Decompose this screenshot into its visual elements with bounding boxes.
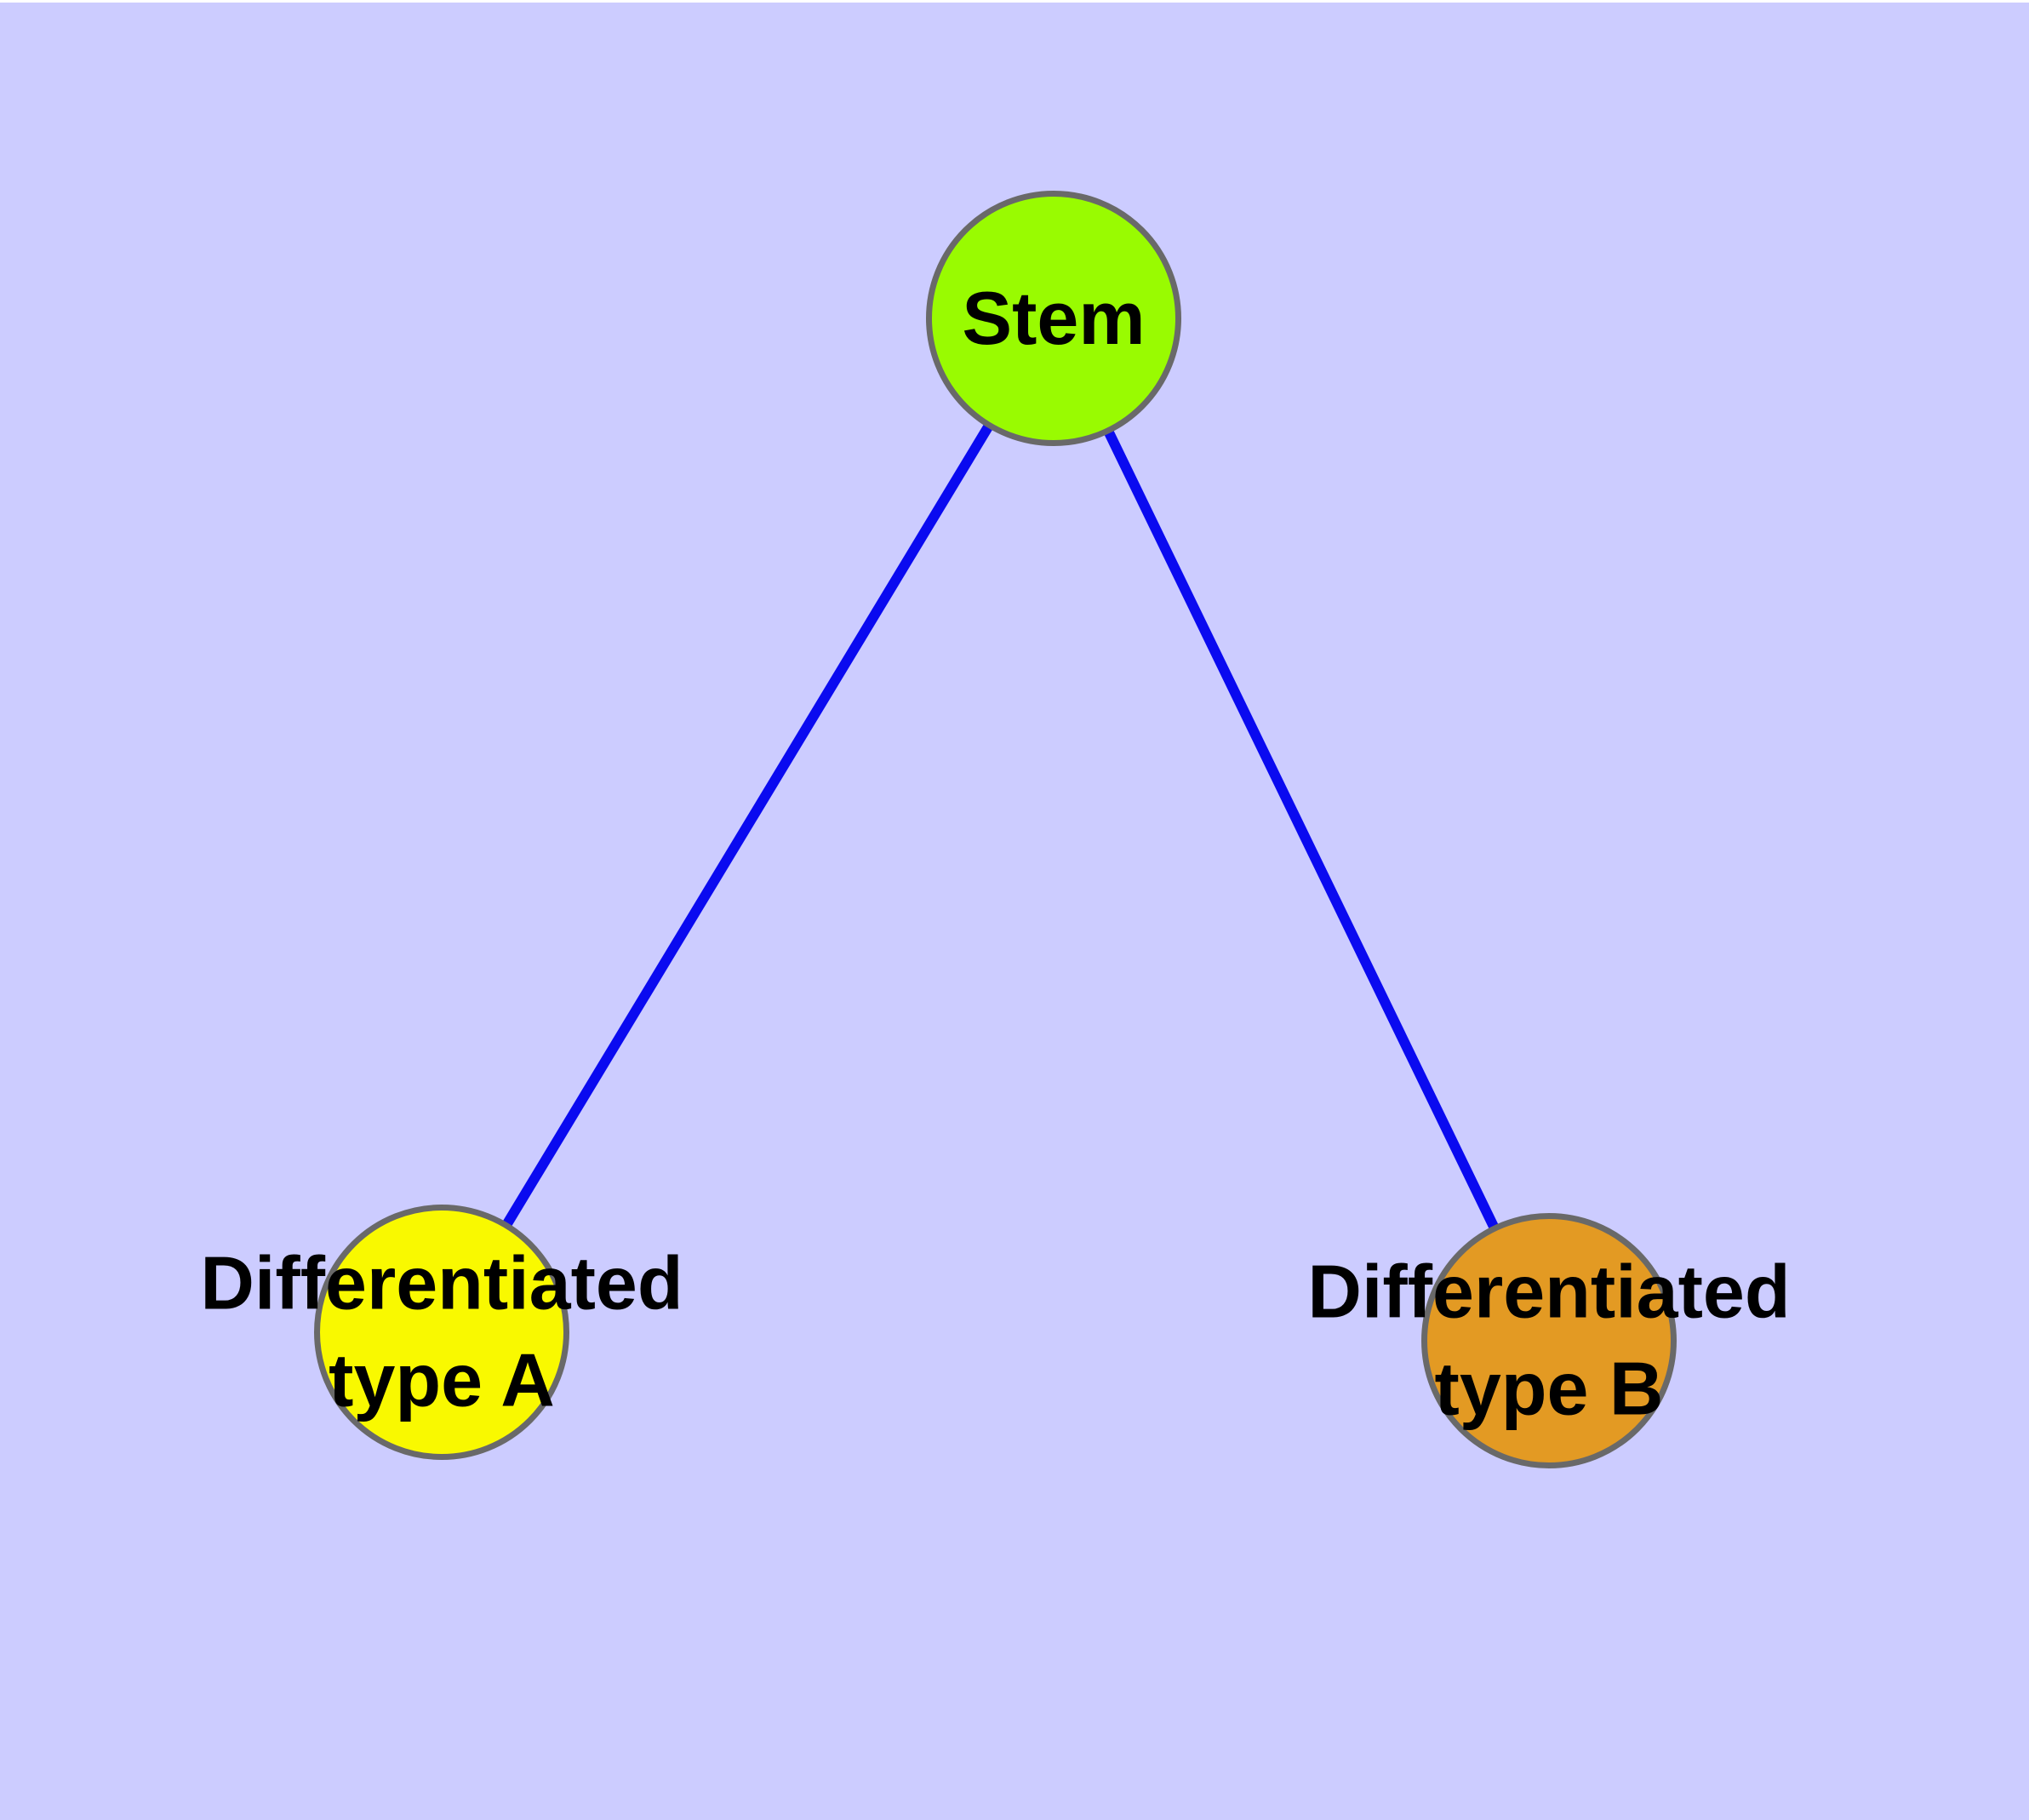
edge-stem-to-type-a: [437, 315, 1059, 1336]
graph-canvas: Stem Differentiated type A Differentiate…: [0, 3, 2029, 1820]
node-differentiated-type-a: Differentiated type A: [200, 1205, 683, 1460]
edge-layer: [437, 315, 1554, 1343]
node-differentiated-type-a-label: Differentiated type A: [200, 1240, 683, 1422]
node-stem-label: Stem: [962, 275, 1146, 360]
node-differentiated-type-b-label: Differentiated type B: [1307, 1249, 1791, 1431]
node-differentiated-type-b: Differentiated type B: [1307, 1213, 1791, 1468]
node-stem: Stem: [926, 191, 1181, 446]
edge-stem-to-type-b: [1049, 316, 1554, 1343]
